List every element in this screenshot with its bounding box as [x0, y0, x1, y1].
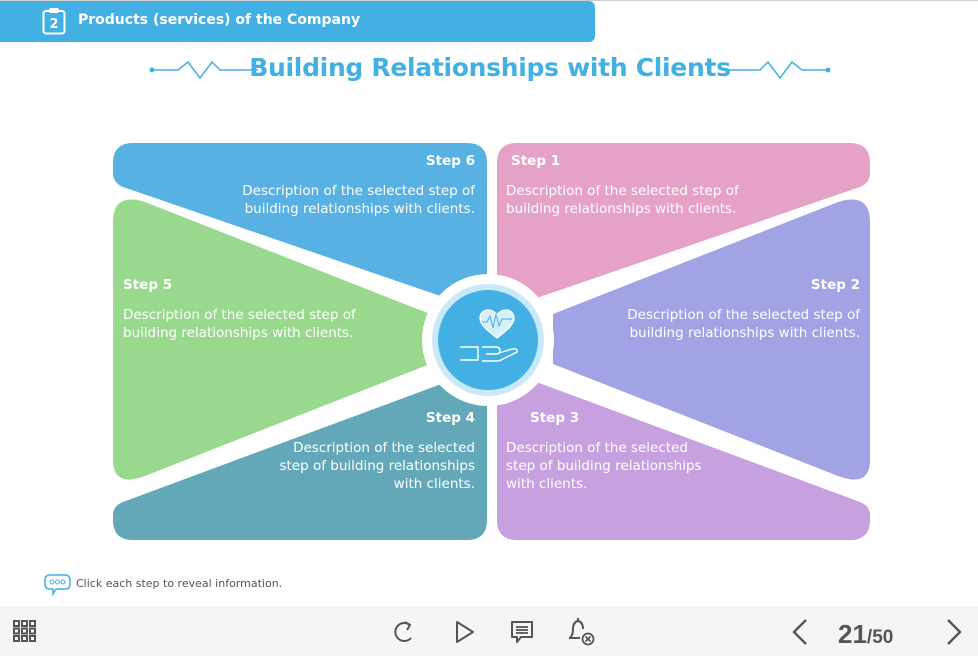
step5-desc-line: building relationships with clients. — [123, 325, 354, 341]
step6-title: Step 6 — [425, 153, 475, 169]
step5-description: Description of the selected step of buil… — [123, 306, 356, 342]
chapter-title: Products (services) of the Company — [78, 12, 361, 28]
step4-desc-line: with clients. — [393, 476, 475, 492]
next-slide-icon[interactable] — [944, 618, 964, 646]
step4-desc-line: Description of the selected — [293, 440, 475, 456]
step4-title: Step 4 — [425, 410, 475, 426]
replay-icon[interactable] — [392, 619, 416, 645]
notification-off-icon[interactable] — [565, 617, 595, 647]
step6-content[interactable]: Step 6 Description of the selected step … — [242, 153, 475, 218]
step2-description: Description of the selected step of buil… — [627, 306, 860, 342]
step3-desc-line: step of building relationships — [506, 458, 702, 474]
step1-title: Step 1 — [511, 153, 561, 169]
slide-title-area: Building Relationships with Clients — [145, 50, 835, 90]
steps-diagram — [113, 143, 870, 540]
hand-heart-pulse-icon — [460, 309, 518, 362]
step3-title: Step 3 — [530, 410, 580, 426]
total-pages: /50 — [866, 627, 894, 648]
chapter-number: 2 — [49, 17, 58, 32]
step3-desc-line: with clients. — [506, 476, 588, 492]
step1-content[interactable]: Step 1 Description of the selected step … — [506, 153, 739, 218]
slide-title: Building Relationships with Clients — [249, 53, 731, 82]
step4-description: Description of the selected step of buil… — [279, 439, 475, 493]
step5-content[interactable]: Step 5 Description of the selected step … — [123, 277, 356, 342]
step4-desc-line: step of building relationships — [279, 458, 475, 474]
center-circle — [438, 290, 538, 390]
step6-segment[interactable] — [113, 143, 487, 300]
speech-bubble-dots-icon — [44, 574, 71, 596]
zigzag-decoration-left — [149, 60, 258, 80]
hint-text: Click each step to reveal information. — [76, 577, 283, 590]
page-counter: 21/50 — [838, 619, 893, 650]
step1-desc-line: Description of the selected step of — [506, 183, 739, 199]
previous-slide-icon[interactable] — [790, 618, 810, 646]
step6-description: Description of the selected step of buil… — [242, 182, 475, 218]
notes-icon[interactable] — [509, 620, 535, 644]
player-footer — [0, 606, 978, 656]
chapter-header: 2 Products (services) of the Company — [0, 1, 595, 42]
step1-segment[interactable] — [497, 143, 870, 300]
current-page: 21 — [838, 619, 867, 649]
step2-title: Step 2 — [810, 277, 860, 293]
step3-content[interactable]: Step 3 Description of the selected step … — [506, 410, 702, 493]
step5-segment[interactable] — [113, 199, 430, 480]
step2-segment[interactable] — [553, 199, 870, 480]
step6-desc-line: Description of the selected step of — [242, 183, 475, 199]
grid-menu-icon[interactable] — [13, 620, 37, 642]
step1-desc-line: building relationships with clients. — [506, 201, 737, 217]
step4-content[interactable]: Step 4 Description of the selected step … — [279, 410, 475, 493]
step5-desc-line: Description of the selected step of — [123, 307, 356, 323]
clipboard-icon: 2 — [42, 8, 66, 35]
play-icon[interactable] — [454, 620, 476, 644]
step1-description: Description of the selected step of buil… — [506, 182, 739, 218]
step2-desc-line: Description of the selected step of — [627, 307, 860, 323]
step5-title: Step 5 — [123, 277, 173, 293]
step4-segment[interactable] — [113, 380, 487, 540]
step2-content[interactable]: Step 2 Description of the selected step … — [627, 277, 860, 342]
step3-description: Description of the selected step of buil… — [506, 439, 702, 493]
step2-desc-line: building relationships with clients. — [629, 325, 860, 341]
zigzag-decoration-right — [722, 60, 831, 80]
step6-desc-line: building relationships with clients. — [244, 201, 475, 217]
top-border — [0, 0, 978, 1]
step3-desc-line: Description of the selected — [506, 440, 688, 456]
step3-segment[interactable] — [497, 380, 870, 540]
